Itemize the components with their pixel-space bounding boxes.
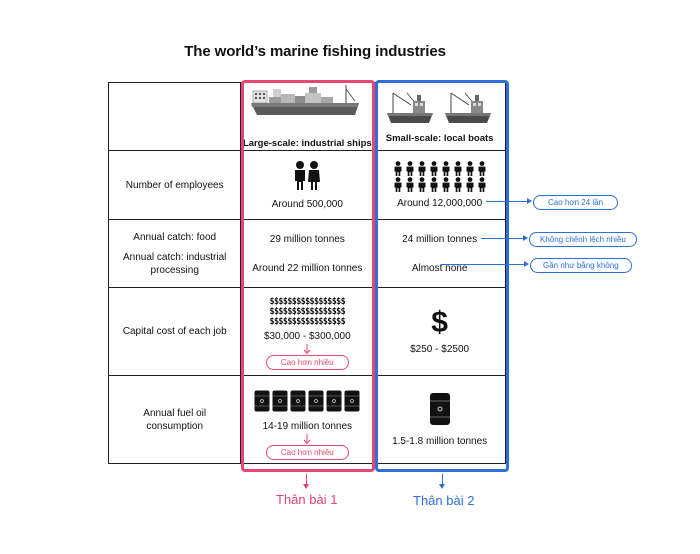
fishing-boat-icon	[386, 92, 433, 123]
left-connector	[306, 474, 307, 488]
body-paragraph-1-label: Thân bài 1	[276, 492, 338, 507]
person-icon	[466, 176, 474, 192]
right-connector	[442, 474, 443, 488]
person-icon	[478, 160, 486, 176]
person-icon	[418, 176, 426, 192]
oil-barrel-icon	[326, 390, 342, 412]
row-label-fuel: Annual fuel oil consumption	[143, 407, 207, 432]
down-arrow-icon	[303, 434, 311, 444]
fishing-boat-icon	[444, 92, 491, 123]
table-row: Annual fuel oil consumption 14-19 millio…	[107, 375, 506, 464]
catch-food-small-value: 24 million tonnes	[402, 233, 478, 245]
person-icon	[406, 160, 414, 176]
person-icon	[430, 160, 438, 176]
fuel-small-value: 1.5-1.8 million tonnes	[392, 435, 488, 447]
person-icon	[454, 176, 462, 192]
dollar-icon: $	[431, 306, 448, 339]
body-paragraph-2-label: Thân bài 2	[413, 493, 475, 508]
capital-large-value: $30,000 - $300,000	[263, 331, 351, 342]
row-label-catch-industrial: Annual catch: industrial processing	[123, 251, 227, 276]
table-row: Number of employees Around 500,000 Aroun…	[107, 150, 506, 220]
large-scale-header: Large-scale: industrial ships	[240, 82, 375, 151]
catch-industrial-small-value: Almost none	[411, 262, 468, 274]
table-row: Annual catch: food Annual catch: industr…	[107, 219, 506, 288]
barrel-row	[241, 390, 373, 412]
capital-small-value: $250 - $2500	[410, 344, 470, 355]
person-icon	[466, 160, 474, 176]
row-label-capital: Capital cost of each job	[122, 326, 227, 337]
dollar-line: $$$$$$$$$$$$$$$$$	[269, 296, 346, 306]
fuel-compare-pill: Cao hơn nhiều	[265, 445, 349, 460]
right-connector-arrow	[439, 484, 445, 489]
capital-compare-pill: Cao hơn nhiều	[265, 355, 349, 370]
page-title: The world’s marine fishing industries	[184, 43, 446, 60]
employees-large-value: Around 500,000	[271, 198, 343, 210]
oil-barrel-icon	[344, 390, 360, 412]
employees-small-value: Around 12,000,000	[397, 197, 483, 209]
oil-barrel-icon	[308, 390, 324, 412]
person-icon	[442, 176, 450, 192]
down-arrow-icon	[303, 344, 311, 354]
oil-barrel-icon	[272, 390, 288, 412]
catch-food-large-value: 29 million tonnes	[269, 233, 345, 245]
table-row: Large-scale: industrial ships	[107, 82, 506, 151]
oil-barrel-icon	[290, 390, 306, 412]
person-icon	[394, 160, 402, 176]
people-grid	[390, 160, 490, 192]
row-label-employees: Number of employees	[125, 179, 224, 191]
person-icon	[394, 176, 402, 192]
small-scale-label: Small-scale: local boats	[385, 133, 494, 144]
person-icon	[406, 176, 414, 192]
row-label-catch-food: Annual catch: food	[133, 231, 217, 243]
person-icon	[295, 160, 321, 190]
oil-barrel-icon	[254, 390, 270, 412]
dollar-line: $$$$$$$$$$$$$$$$$	[269, 316, 346, 326]
dollar-line: $$$$$$$$$$$$$$$$$	[269, 306, 346, 316]
catch-industrial-large-value: Around 22 million tonnes	[252, 262, 363, 274]
large-scale-label: Large-scale: industrial ships	[242, 137, 372, 149]
person-icon	[478, 176, 486, 192]
person-icon	[442, 160, 450, 176]
cargo-ship-icon	[251, 84, 360, 115]
table-row: Capital cost of each job $$$$$$$$$$$$$$$…	[107, 287, 506, 376]
small-scale-header: Small-scale: local boats	[373, 82, 506, 151]
oil-barrel-icon	[429, 392, 450, 425]
fuel-large-value: 14-19 million tonnes	[262, 421, 353, 432]
person-icon	[454, 160, 462, 176]
person-icon	[418, 160, 426, 176]
comparison-table: Large-scale: industrial ships	[107, 82, 506, 464]
person-icon	[430, 176, 438, 192]
left-connector-arrow	[303, 484, 309, 489]
